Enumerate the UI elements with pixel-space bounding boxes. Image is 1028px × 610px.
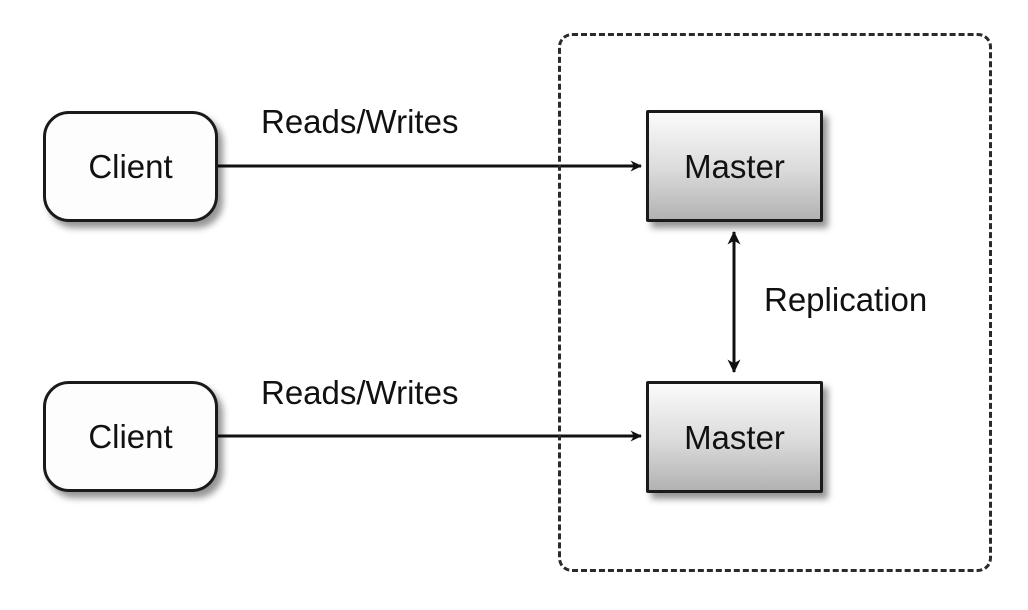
edge-label-reads-writes-bottom: Reads/Writes (261, 374, 459, 411)
node-client-top[interactable]: Client (43, 111, 218, 222)
node-master-bottom-label: Master (684, 418, 785, 456)
node-client-top-label: Client (88, 148, 173, 185)
node-master-bottom[interactable]: Master (646, 381, 823, 493)
node-master-top[interactable]: Master (646, 110, 823, 222)
node-client-bottom-label: Client (88, 418, 173, 455)
edge-label-replication: Replication (764, 281, 928, 318)
edge-label-reads-writes-top: Reads/Writes (261, 103, 459, 140)
node-client-bottom[interactable]: Client (43, 381, 218, 492)
replication-cluster-boundary (558, 33, 992, 572)
node-master-top-label: Master (684, 147, 785, 185)
